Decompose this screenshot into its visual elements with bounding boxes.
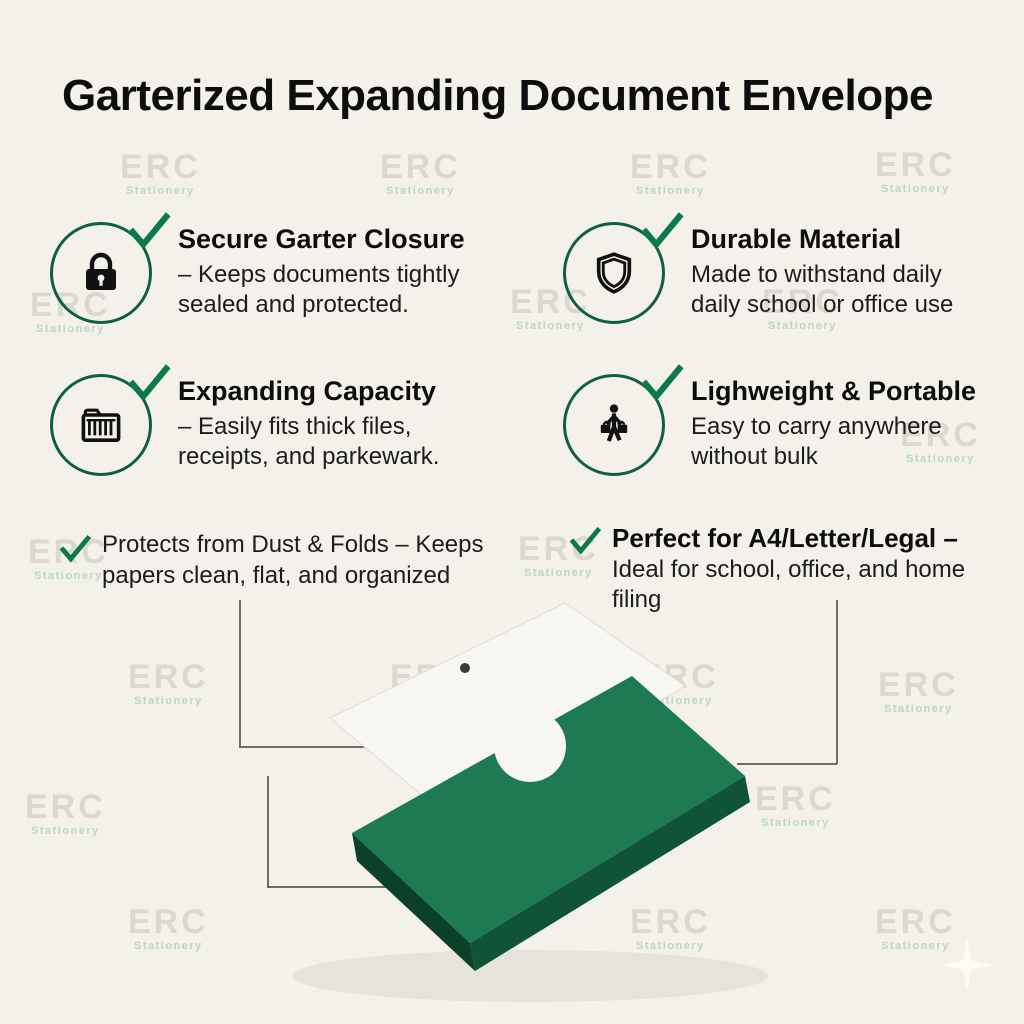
feature-paper-sizes: Perfect for A4/Letter/Legal – Ideal for … — [568, 522, 1018, 616]
feature-lightweight-portable: Lighweight & Portable Easy to carry anyw… — [563, 364, 1013, 476]
expanding-folder-icon — [50, 374, 152, 476]
watermark-text: ERC — [762, 283, 843, 321]
watermark-text: ERC — [120, 148, 201, 186]
feature-description: Protects from Dust & Folds – Keeps paper… — [102, 531, 484, 589]
feature-description: Made to withstand daily daily school or … — [691, 261, 954, 318]
feature-description: – Keeps documents tightly sealed and pro… — [178, 261, 460, 318]
checkmark-icon — [639, 208, 685, 254]
callout-line — [737, 763, 837, 765]
watermark-subtext: Stationery — [636, 940, 705, 952]
watermark-text: ERC — [630, 903, 711, 941]
watermark-subtext: Stationery — [636, 185, 705, 197]
watermark-subtext: Stationery — [134, 940, 203, 952]
feature-text: Secure Garter Closure – Keeps documents … — [178, 222, 498, 320]
feature-description: – Easily fits thick files, receipts, and… — [178, 413, 440, 470]
watermark-text: ERC — [630, 148, 711, 186]
feature-icon-wrap — [563, 364, 684, 476]
feature-title: Expanding Capacity — [178, 376, 437, 406]
watermark-text: ERC — [900, 416, 981, 454]
page-title: Garterized Expanding Document Envelope — [62, 71, 933, 121]
feature-title: Secure Garter Closure — [178, 224, 465, 254]
callout-line — [239, 746, 429, 748]
feature-icon-wrap — [563, 212, 684, 324]
checkmark-icon — [58, 532, 92, 566]
feature-description: Easy to carry anywhere without bulk — [691, 413, 942, 470]
watermark-subtext: Stationery — [906, 453, 975, 465]
callout-line — [267, 776, 269, 887]
feature-icon-wrap — [50, 212, 171, 324]
watermark-subtext: Stationery — [881, 940, 950, 952]
shield-icon — [563, 222, 665, 324]
person-carrying-bags-icon — [563, 374, 665, 476]
feature-text: Perfect for A4/Letter/Legal – Ideal for … — [612, 522, 1018, 616]
feature-durable-material: Durable Material Made to withstand daily… — [563, 212, 1013, 324]
watermark-subtext: Stationery — [761, 817, 830, 829]
watermark-subtext: Stationery — [884, 703, 953, 715]
watermark-text: ERC — [380, 148, 461, 186]
watermark-text: ERC — [25, 788, 106, 826]
watermark-subtext: Stationery — [881, 183, 950, 195]
watermark-subtext: Stationery — [31, 825, 100, 837]
watermark-subtext: Stationery — [126, 185, 195, 197]
watermark-text: ERC — [878, 666, 959, 704]
feature-secure-garter-closure: Secure Garter Closure – Keeps documents … — [50, 212, 520, 324]
feature-title: Durable Material — [691, 224, 902, 254]
watermark-text: ERC — [128, 903, 209, 941]
callout-line — [267, 886, 431, 888]
callout-line — [836, 600, 838, 764]
watermark-subtext: Stationery — [516, 320, 585, 332]
watermark-text: ERC — [875, 903, 956, 941]
feature-icon-wrap — [50, 364, 171, 476]
watermark-subtext: Stationery — [386, 185, 455, 197]
watermark-text: ERC — [875, 146, 956, 184]
feature-text: Lighweight & Portable Easy to carry anyw… — [691, 374, 991, 472]
checkmark-icon — [126, 208, 172, 254]
watermark-text: ERC — [755, 780, 836, 818]
watermark-subtext: Stationery — [34, 570, 103, 582]
watermark-subtext: Stationery — [36, 323, 105, 335]
watermark-text: ERC — [128, 658, 209, 696]
feature-text: Expanding Capacity – Easily fits thick f… — [178, 374, 498, 472]
watermark-subtext: Stationery — [768, 320, 837, 332]
feature-title: Lighweight & Portable — [691, 376, 977, 406]
feature-title: Perfect for A4/Letter/Legal – — [612, 523, 958, 553]
feature-expanding-capacity: Expanding Capacity – Easily fits thick f… — [50, 364, 520, 476]
watermark-subtext: Stationery — [134, 695, 203, 707]
feature-description: Ideal for school, office, and home filin… — [612, 555, 966, 614]
checkmark-icon — [126, 360, 172, 406]
feature-text: Durable Material Made to withstand daily… — [691, 222, 1001, 320]
callout-line — [239, 600, 241, 747]
lock-icon — [50, 222, 152, 324]
product-envelope-image — [292, 602, 768, 1002]
checkmark-icon — [639, 360, 685, 406]
feature-protects-dust-folds: Protects from Dust & Folds – Keeps paper… — [58, 530, 558, 591]
watermark-subtext: Stationery — [524, 567, 593, 579]
checkmark-icon — [568, 524, 602, 558]
